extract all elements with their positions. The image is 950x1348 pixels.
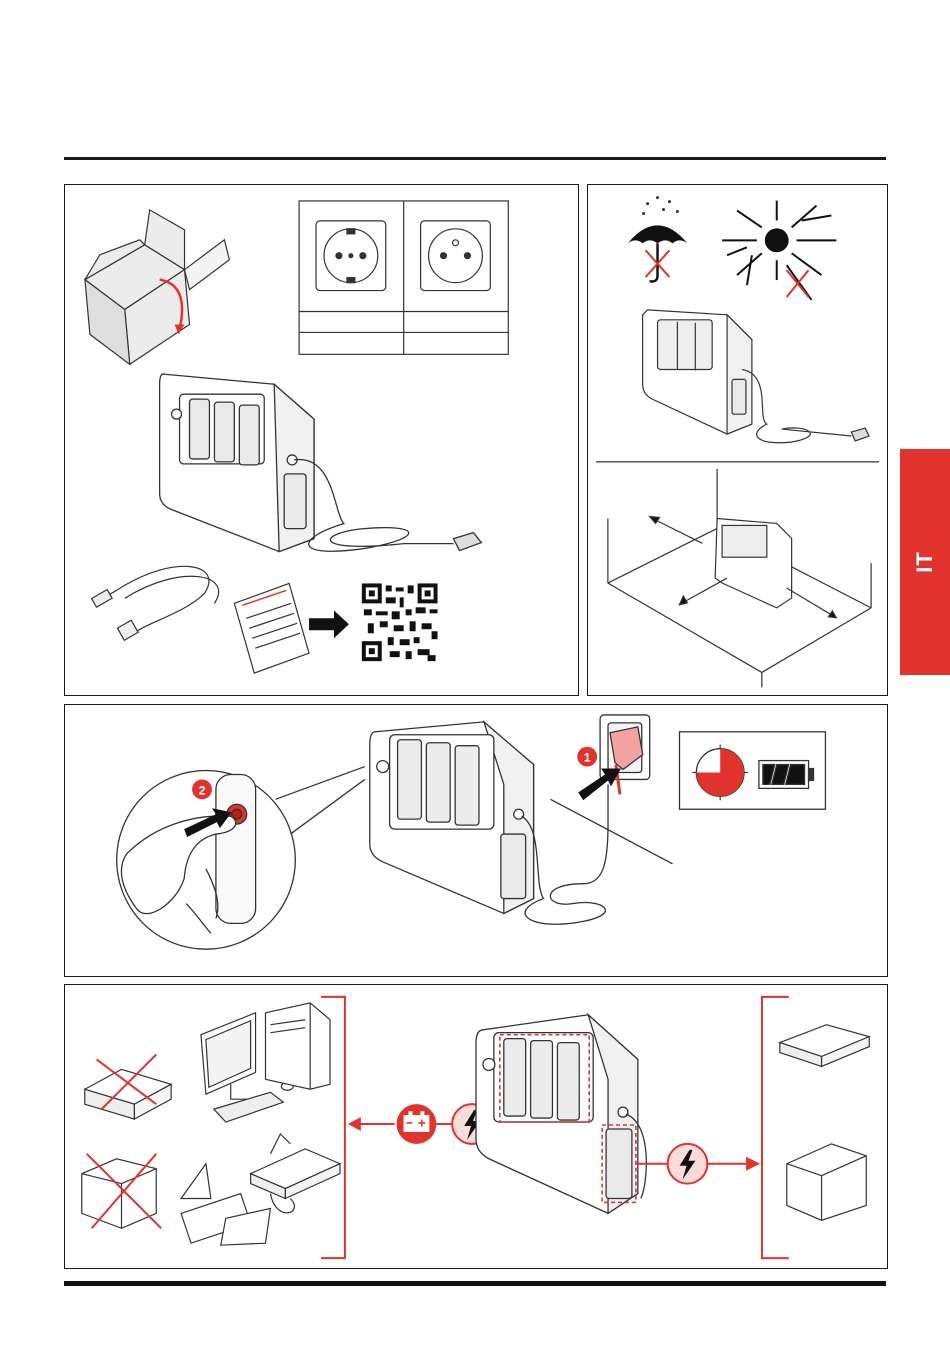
socket-table <box>299 201 508 354</box>
step-2-label: 2 <box>199 783 206 797</box>
right-arrow-head <box>746 1157 760 1171</box>
schuko-socket-icon <box>316 221 386 291</box>
manual-illustration <box>234 583 309 673</box>
ups-small-illustration <box>643 310 869 443</box>
lightning-icon-output <box>668 1144 708 1184</box>
excluded-heater <box>82 1154 161 1228</box>
usb-cable-illustration <box>92 566 219 640</box>
wall-socket-illustration <box>550 715 672 864</box>
ups-unit-illustration <box>370 722 608 924</box>
french-socket-icon <box>421 221 491 291</box>
panel-connect-power: 2 1 <box>64 704 888 977</box>
battery-backup-icon <box>397 1104 437 1144</box>
top-rule <box>64 157 886 160</box>
power-button-closeup <box>117 767 365 950</box>
left-arrow-head <box>348 1117 361 1131</box>
language-tab-label: IT <box>912 551 938 573</box>
package-contents-illustration <box>65 185 578 695</box>
bottom-rule <box>64 1281 886 1286</box>
qr-code-icon <box>362 583 438 661</box>
panel-load-connection <box>64 984 888 1269</box>
no-sun-icon <box>722 201 836 300</box>
charge-indicator-box <box>679 732 825 809</box>
excluded-laser-printer <box>85 1055 171 1120</box>
step-1-label: 1 <box>584 751 591 765</box>
battery-charging-icon <box>759 761 814 789</box>
panel-placement <box>587 184 888 696</box>
open-box-icon <box>85 210 229 364</box>
placement-illustration <box>588 185 887 695</box>
language-tab: IT <box>900 449 950 675</box>
connect-power-illustration: 2 1 <box>65 705 887 976</box>
modem-illustration <box>780 1025 869 1067</box>
ups-unit-illustration <box>476 1015 646 1214</box>
load-connection-illustration <box>65 985 887 1268</box>
no-rain-icon <box>628 196 688 281</box>
ups-unit-illustration <box>160 374 482 552</box>
panel-package-contents <box>64 184 579 696</box>
right-bracket <box>762 997 789 1258</box>
fax-illustration <box>251 1134 340 1213</box>
computer-illustration <box>201 1003 330 1122</box>
storage-box-illustration <box>787 1144 866 1220</box>
arrow-icon <box>309 610 349 638</box>
room-clearance-illustration <box>608 469 871 688</box>
